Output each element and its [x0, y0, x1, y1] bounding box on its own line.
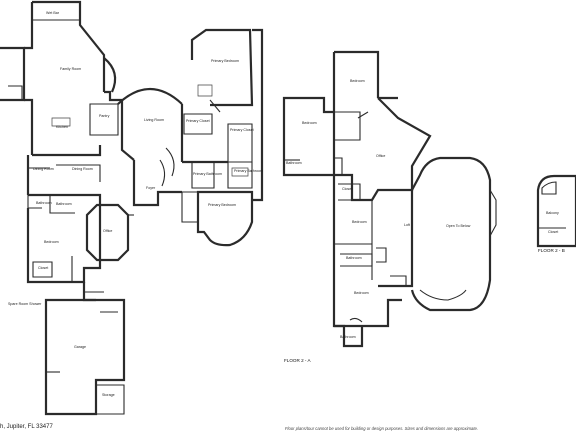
room-label-f2-bedroom-bottom: Bedroom: [354, 291, 369, 295]
room-label-f2-bathroom-bottom: Bathroom: [340, 335, 356, 339]
room-label-f2-bathroom-left: Bathroom: [286, 161, 302, 165]
room-label-storage: Storage: [102, 393, 115, 397]
floor-2a-plan: [282, 50, 497, 348]
room-label-f2-loft: Loft: [404, 223, 410, 227]
floor-2b-plan: [536, 174, 576, 248]
room-label-wet-bar: Wet Bar: [46, 11, 60, 15]
room-label-primary-closet-2: Primary Closet: [230, 128, 254, 132]
room-label-primary-bathroom: Primary Bathroom: [193, 172, 222, 176]
room-label-garage: Garage: [74, 345, 86, 349]
room-label-f2-open-to-below: Open To Below: [446, 224, 471, 228]
property-address: h, Jupiter, FL 33477: [0, 424, 53, 430]
room-label-family-room: Family Room: [60, 67, 81, 71]
floor-2a-label: FLOOR 2 - A: [284, 358, 311, 363]
room-label-f2-bedroom-left: Bedroom: [302, 121, 317, 125]
room-label-kitchen: Kitchen: [56, 125, 68, 129]
room-label-primary-bathroom-2: Primary Bathroom: [234, 169, 263, 173]
room-label-dining-room: Dining Room: [72, 167, 93, 171]
room-label-closet-1: Closet: [38, 266, 48, 270]
room-label-f2-bedroom-top: Bedroom: [350, 79, 365, 83]
room-label-f2b-balcony: Balcony: [546, 211, 559, 215]
room-label-primary-bedroom-top: Primary Bedroom: [211, 59, 239, 63]
room-label-bathroom-1: Bathroom: [36, 201, 52, 205]
room-labels: Wet Bar Family Room Kitchen Pantry Livin…: [8, 11, 559, 397]
room-label-primary-bedroom: Primary Bedroom: [208, 203, 236, 207]
room-label-living-room: Living Room: [144, 118, 164, 122]
room-label-dining-room-2: Dining Room: [33, 167, 54, 171]
room-label-office-1: Office: [103, 229, 112, 233]
room-label-foyer: Foyer: [146, 186, 156, 190]
room-label-f2-closet-1: Closet: [342, 187, 352, 191]
floor-1-plan: [0, 0, 264, 416]
room-label-bathroom-2: Bathroom: [56, 202, 72, 206]
room-label-f2-bedroom-mid: Bedroom: [352, 220, 367, 224]
room-label-f2-office: Office: [376, 154, 385, 158]
room-label-bedroom-1: Bedroom: [44, 240, 59, 244]
disclaimer-text: Floor plans/tour cannot be used for buil…: [285, 426, 478, 431]
room-label-f2b-closet: Closet: [548, 230, 558, 234]
room-label-pantry: Pantry: [99, 114, 110, 118]
room-label-primary-closet-1: Primary Closet: [186, 119, 210, 123]
room-label-f2-bathroom-mid: Bathroom: [346, 256, 362, 260]
room-label-spare-room-shower: Spare Room Shower: [8, 302, 42, 306]
floor-2b-label: FLOOR 2 - B: [538, 248, 565, 253]
